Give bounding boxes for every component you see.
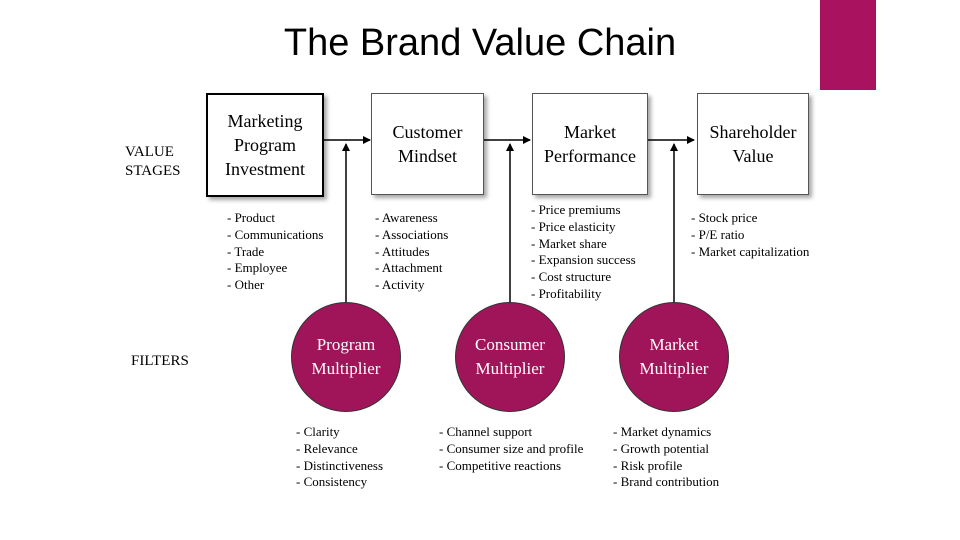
list-item: - Channel support xyxy=(439,424,533,439)
list-item: - Other xyxy=(227,277,265,293)
list-item: - Market dynamics xyxy=(613,424,712,439)
list-item: - Market share xyxy=(531,235,607,251)
list-item: - Awareness xyxy=(375,210,438,225)
list-item: - Product xyxy=(227,210,276,225)
stage-items-marketing-program-investment: - Product - Communications - Trade - Emp… xyxy=(227,210,323,294)
stage-items-shareholder-value: - Stock price - P/E ratio - Market capit… xyxy=(691,210,809,260)
market-multiplier-items: - Market dynamics - Growth potential - R… xyxy=(613,424,719,491)
list-item: - Expansion success xyxy=(531,252,636,268)
list-item: - Risk profile xyxy=(613,457,683,473)
list-item: - Clarity xyxy=(296,424,340,439)
corner-accent xyxy=(820,0,876,90)
page-title: The Brand Value Chain xyxy=(283,22,677,64)
list-item: - Stock price xyxy=(691,210,758,225)
list-item: - Consistency xyxy=(296,474,368,490)
list-item: - Attitudes xyxy=(375,243,430,259)
list-item: - Distinctiveness xyxy=(296,457,384,473)
list-item: - Cost structure xyxy=(531,269,612,285)
filters-label: FILTERS xyxy=(131,353,189,369)
list-item: - Growth potential xyxy=(613,440,710,456)
stage-box-shareholder-value: Shareholder Value xyxy=(697,93,809,195)
list-item: - Trade xyxy=(227,243,265,259)
list-item: - Price elasticity xyxy=(531,218,616,234)
list-item: - Associations xyxy=(375,226,449,242)
program-multiplier-items: - Clarity - Relevance - Distinctiveness … xyxy=(296,424,383,491)
market-multiplier-circle: Market Multiplier xyxy=(619,302,729,412)
consumer-multiplier-items: - Channel support - Consumer size and pr… xyxy=(439,424,583,474)
list-item: - Relevance xyxy=(296,440,358,456)
stage-items-customer-mindset: - Awareness - Associations - Attitudes -… xyxy=(375,210,448,294)
list-item: - P/E ratio xyxy=(691,226,745,242)
list-item: - Employee xyxy=(227,260,288,276)
stage-box-marketing-program-investment: Marketing Program Investment xyxy=(206,93,324,197)
list-item: - Communications xyxy=(227,226,324,242)
stage-items-market-performance: - Price premiums - Price elasticity - Ma… xyxy=(531,202,636,303)
list-item: - Activity xyxy=(375,277,425,293)
list-item: - Brand contribution xyxy=(613,474,720,490)
stage-box-market-performance: Market Performance xyxy=(532,93,648,195)
list-item: - Attachment xyxy=(375,260,443,276)
list-item: - Market capitalization xyxy=(691,243,810,259)
consumer-multiplier-circle: Consumer Multiplier xyxy=(455,302,565,412)
list-item: - Price premiums xyxy=(531,202,621,217)
list-item: - Profitability xyxy=(531,285,602,301)
list-item: - Competitive reactions xyxy=(439,457,562,473)
program-multiplier-circle: Program Multiplier xyxy=(291,302,401,412)
value-stages-label: VALUE STAGES xyxy=(125,144,181,179)
list-item: - Consumer size and profile xyxy=(439,440,584,456)
stage-box-customer-mindset: Customer Mindset xyxy=(371,93,484,195)
